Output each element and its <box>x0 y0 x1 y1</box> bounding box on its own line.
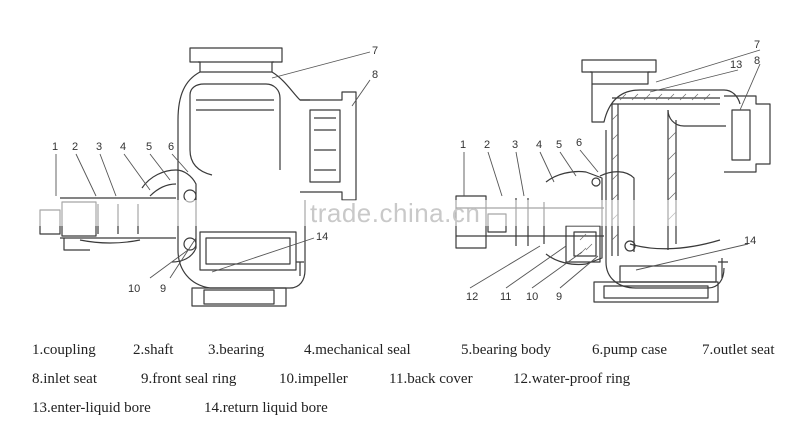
callout-right-14: 14 <box>744 235 756 247</box>
callout-left-5: 5 <box>146 141 152 153</box>
callout-left-8: 8 <box>372 69 378 81</box>
callout-right-11: 11 <box>500 291 511 303</box>
right-hatching <box>579 93 711 255</box>
legend-item: 6.pump case <box>592 342 667 358</box>
callout-right-3: 3 <box>512 139 518 151</box>
callout-left-6: 6 <box>168 141 174 153</box>
left-leader-lines <box>55 51 371 279</box>
legend-row-1: 1.coupling 2.shaft 3.bearing 4.mechanica… <box>0 342 800 364</box>
parts-legend: 1.coupling 2.shaft 3.bearing 4.mechanica… <box>0 338 800 433</box>
watermark: trade.china.cn <box>310 198 480 228</box>
callout-right-5: 5 <box>556 139 562 151</box>
callout-left-9: 9 <box>160 283 166 295</box>
legend-item: 4.mechanical seal <box>304 342 411 358</box>
callout-left-1: 1 <box>52 141 58 153</box>
right-pump-drawing <box>455 59 771 303</box>
callout-right-12: 12 <box>466 291 478 303</box>
callout-left-4: 4 <box>120 141 126 153</box>
legend-item: 12.water-proof ring <box>513 371 631 387</box>
callout-right-6: 6 <box>576 137 582 149</box>
legend-item: 9.front seal ring <box>141 371 237 387</box>
pump-section-drawings: trade.china.cn 1 2 3 4 5 6 7 8 9 10 14 1… <box>30 39 771 307</box>
legend-item: 1.coupling <box>32 342 96 358</box>
callout-right-9: 9 <box>556 291 562 303</box>
watermark-band: trade.china.cn <box>30 198 770 228</box>
legend-item: 13.enter-liquid bore <box>32 400 151 416</box>
legend-item: 3.bearing <box>208 342 265 358</box>
legend-item: 14.return liquid bore <box>204 400 328 416</box>
legend-row-3: 13.enter-liquid bore 14.return liquid bo… <box>0 400 800 422</box>
legend-item: 11.back cover <box>389 371 473 387</box>
legend-item: 2.shaft <box>133 342 174 358</box>
callout-left-3: 3 <box>96 141 102 153</box>
callout-left-7: 7 <box>372 45 378 57</box>
right-callouts: 1 2 3 4 5 6 7 8 9 10 11 12 13 14 <box>460 39 760 303</box>
legend-row-2: 8.inlet seat 9.front seal ring 10.impell… <box>0 371 800 393</box>
right-leader-lines <box>463 49 761 289</box>
left-callouts: 1 2 3 4 5 6 7 8 9 10 14 <box>52 45 378 295</box>
callout-right-1: 1 <box>460 139 466 151</box>
legend-item: 8.inlet seat <box>32 371 97 387</box>
callout-left-2: 2 <box>72 141 78 153</box>
legend-item: 5.bearing body <box>461 342 551 358</box>
callout-right-10: 10 <box>526 291 538 303</box>
callout-right-8: 8 <box>754 55 760 67</box>
callout-right-7: 7 <box>754 39 760 51</box>
callout-left-14: 14 <box>316 231 328 243</box>
legend-item: 7.outlet seat <box>702 342 775 358</box>
callout-right-13: 13 <box>730 59 742 71</box>
callout-right-4: 4 <box>536 139 542 151</box>
callout-left-10: 10 <box>128 283 140 295</box>
legend-item: 10.impeller <box>279 371 348 387</box>
callout-right-2: 2 <box>484 139 490 151</box>
